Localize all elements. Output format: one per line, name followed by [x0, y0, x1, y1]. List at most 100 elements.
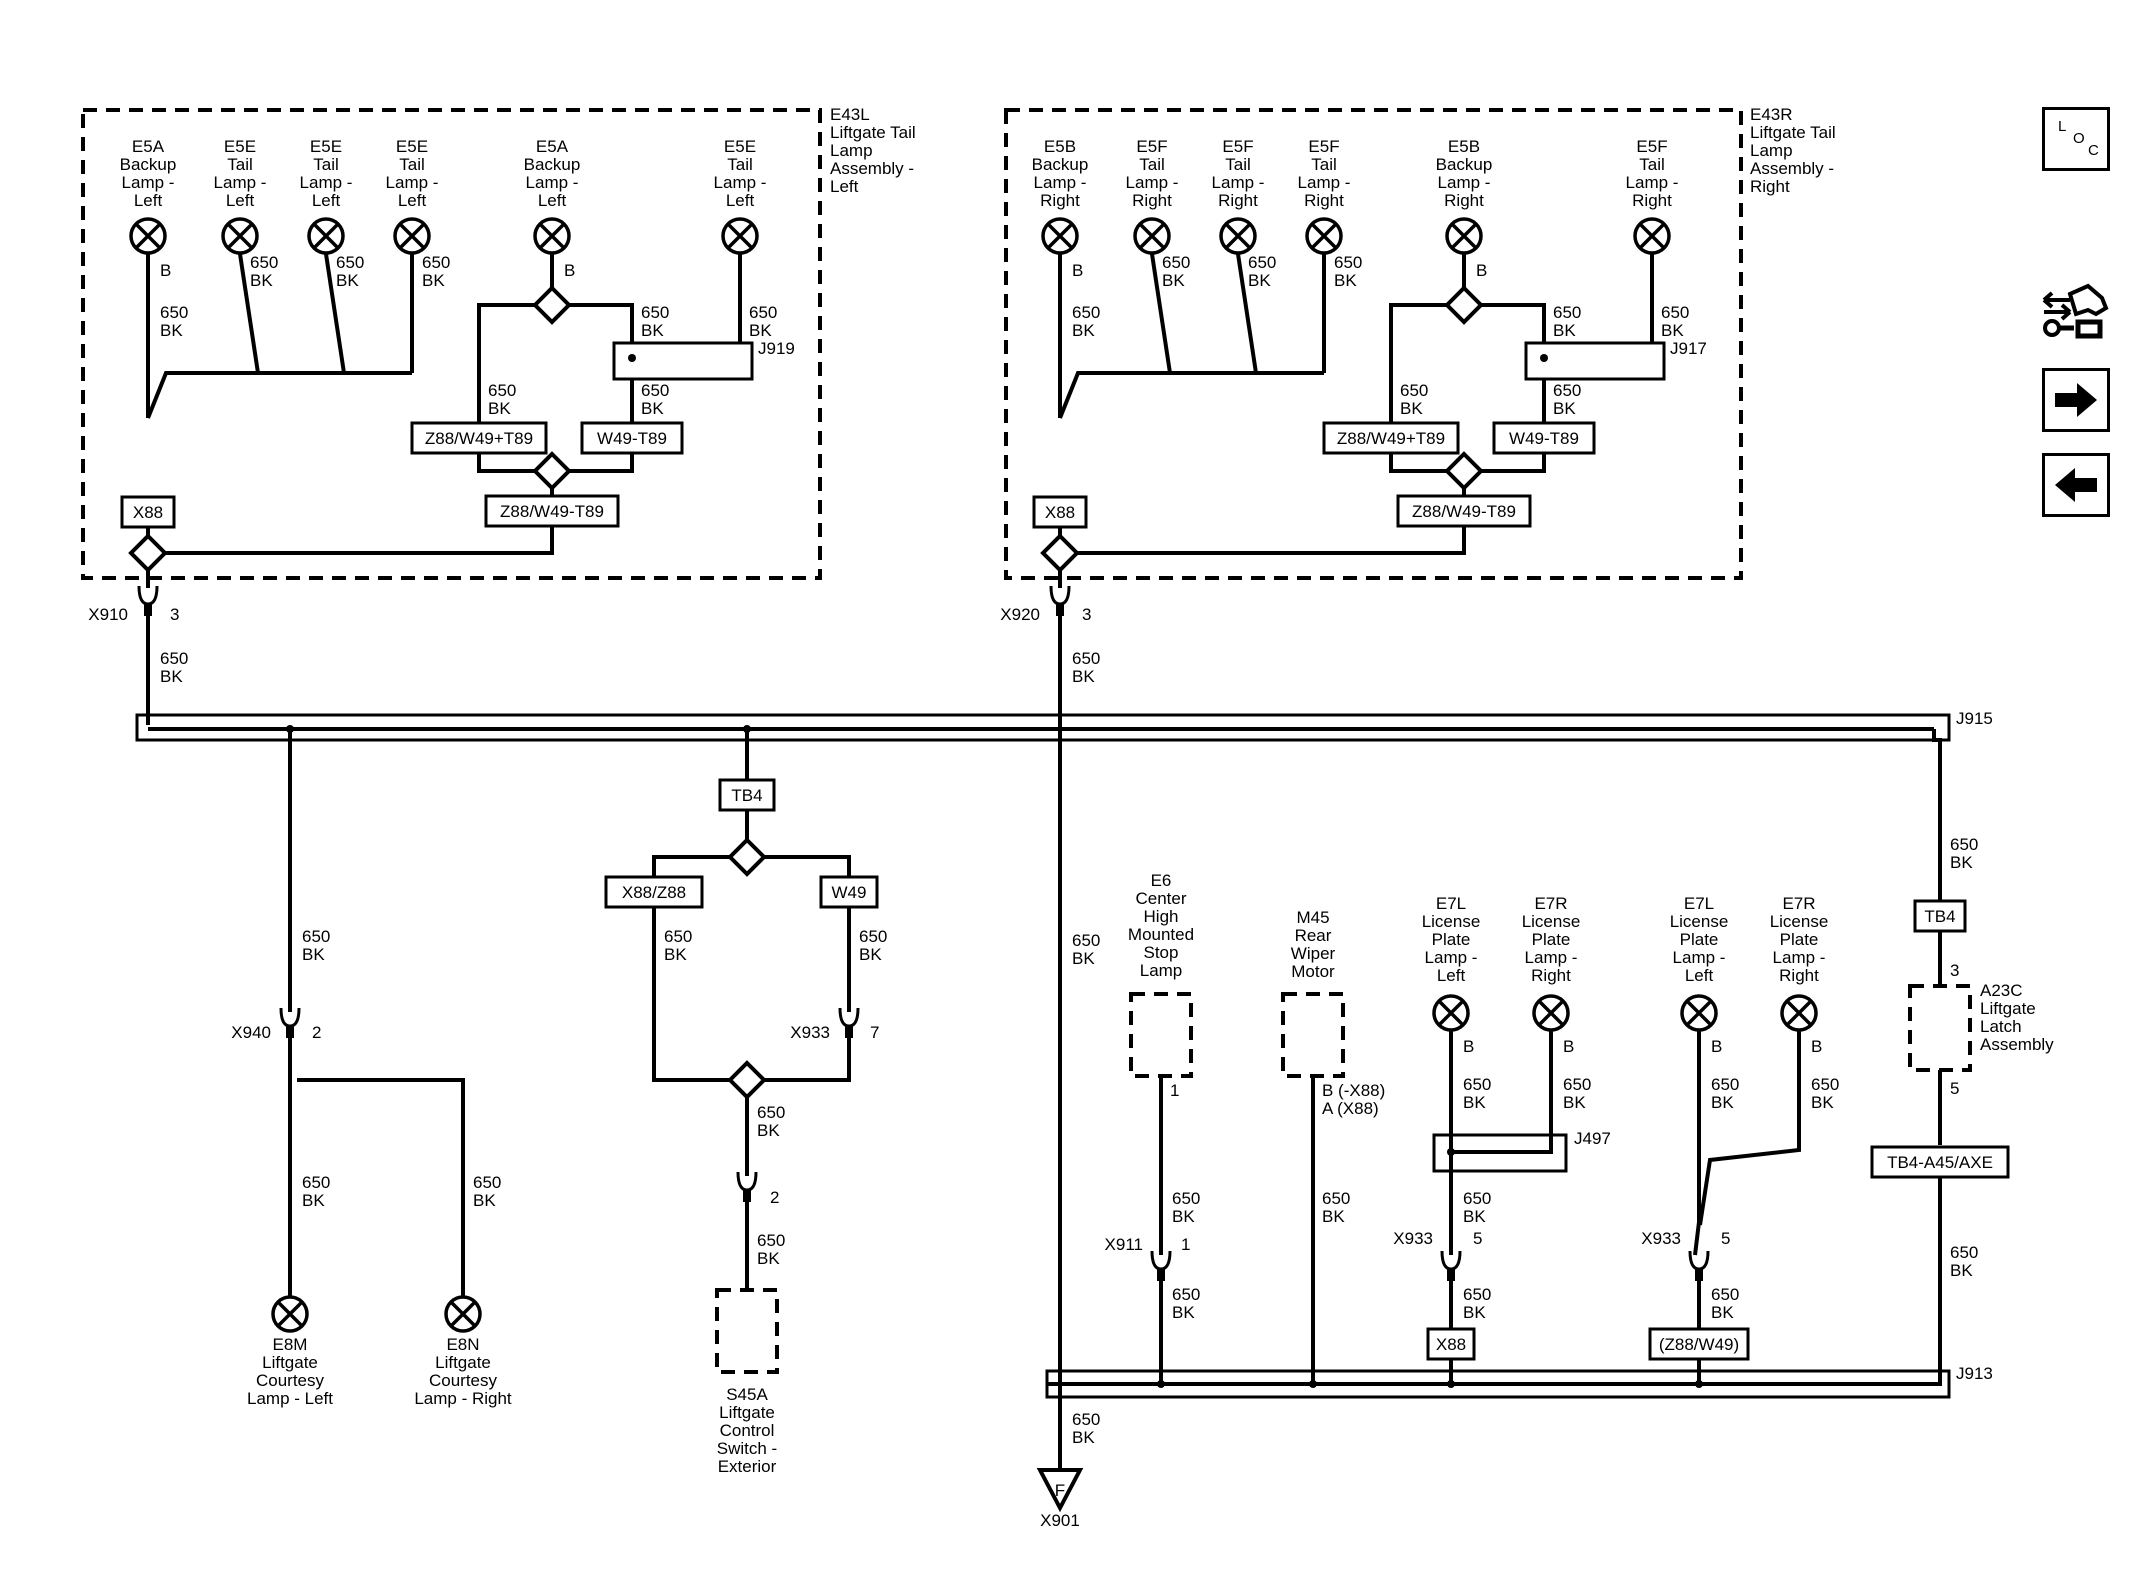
connector-x933-c [1688, 1250, 1710, 1271]
wire-opt-merge-l [1389, 453, 1447, 473]
comp-e7r-2-name: License [1770, 912, 1829, 931]
comp-a23c-box [1908, 984, 1972, 1072]
splice-dot [1447, 1148, 1455, 1156]
wire-label: BK [160, 321, 183, 340]
lamp-r-0-icon [1041, 217, 1079, 255]
splice-dot [286, 725, 294, 733]
wire-to-x88 [1077, 526, 1466, 555]
comp-e6-box [1129, 992, 1193, 1078]
lamp-cross [1437, 999, 1465, 1027]
wire-label: 650 [160, 649, 188, 668]
splice-dot [1540, 354, 1548, 362]
comp-e6-name: Stop [1144, 943, 1179, 962]
m45-pins: B (-X88) [1322, 1081, 1385, 1100]
opt-z88w49 [1648, 1327, 1750, 1361]
lamp-l-2-icon [307, 217, 345, 255]
opt-w49t89-l [580, 421, 684, 455]
splice-r-box [1524, 341, 1666, 381]
wire-label: 650 [473, 1173, 501, 1192]
wire-x933-merge [764, 1038, 851, 1082]
lamp-l-1-name: Tail [227, 155, 253, 174]
module-e43l-label: Lamp [830, 141, 873, 160]
connector-x920-pin [1056, 604, 1064, 616]
wire-label: BK [757, 1121, 780, 1140]
lamp-cross [276, 1300, 304, 1328]
opt-tb4a45-text: TB4-A45/AXE [1887, 1153, 1993, 1172]
opt-tb4-r-text: TB4 [1924, 907, 1955, 926]
splice-x88 [128, 533, 168, 573]
comp-s45a-name: Control [720, 1421, 775, 1440]
lamp-r-4-name: E5B [1448, 137, 1480, 156]
comp-s45a-name: Exterior [718, 1457, 777, 1476]
connector-wrench-icon [2042, 283, 2109, 339]
lamp-r-3-name: Lamp - [1298, 173, 1351, 192]
x933-b-pin: 5 [1473, 1229, 1482, 1248]
wire-opt-merge-r [1481, 453, 1546, 473]
wire-label: BK [1322, 1207, 1345, 1226]
wire-label: 650 [1162, 253, 1190, 272]
opt-x88z88 [604, 875, 704, 909]
wire-label: BK [1463, 1303, 1486, 1322]
previous-page-button[interactable] [2042, 453, 2110, 517]
wire-label: 650 [757, 1231, 785, 1250]
wire-label: BK [1172, 1303, 1195, 1322]
lamp-l-4-name: Left [538, 191, 567, 210]
x911-pin: 1 [1181, 1235, 1190, 1254]
splice-j915-bar [135, 713, 1951, 742]
lamp-l-3-name: E5E [396, 137, 428, 156]
lamp-l-4-icon [533, 217, 571, 255]
wire-label: 650 [641, 303, 669, 322]
lamp-r-5-name: Lamp - [1626, 173, 1679, 192]
wire-label: 650 [1553, 303, 1581, 322]
wire-label: BK [488, 399, 511, 418]
wire-label: 650 [1463, 1189, 1491, 1208]
x910-label: X910 [88, 605, 128, 624]
wire-label: BK [859, 945, 882, 964]
lamp-cross [1537, 999, 1565, 1027]
wire-label: 650 [1711, 1075, 1739, 1094]
opt-w49 [819, 875, 879, 909]
comp-e7r-2-name: Right [1779, 966, 1819, 985]
wire-label: BK [336, 271, 359, 290]
comp-e7r-1-name: Plate [1532, 930, 1571, 949]
wire-label: BK [664, 945, 687, 964]
lamp-r-3-icon [1305, 217, 1343, 255]
lamp-r-5-name: Tail [1639, 155, 1665, 174]
pin-b-label: B [1476, 261, 1487, 280]
splice-backup [532, 285, 572, 325]
opt-tb4a45 [1870, 1145, 2010, 1179]
wire-label: 650 [250, 253, 278, 272]
x920-pin: 3 [1082, 605, 1091, 624]
lamp-cross [726, 222, 754, 250]
lamp-cross [226, 222, 254, 250]
lamp-cross [1450, 222, 1478, 250]
opt-x88-l-text: X88 [133, 503, 163, 522]
lamp-cross [312, 222, 340, 250]
x901-label: X901 [1040, 1511, 1080, 1530]
component-locator-button[interactable] [2040, 278, 2112, 344]
lamp-l-3-icon [393, 217, 431, 255]
splice-dot [1309, 1380, 1317, 1388]
lamp-l-5-name: Lamp - [714, 173, 767, 192]
wire-x88z88-down [652, 907, 730, 1082]
comp-e8m-name: Courtesy [256, 1371, 325, 1390]
comp-e7l-1-name: E7L [1436, 894, 1466, 913]
wire-label: BK [1711, 1093, 1734, 1112]
wire-backup-rightleg [1481, 303, 1546, 438]
lamp-cross [398, 222, 426, 250]
next-page-button[interactable] [2042, 368, 2110, 432]
comp-e6-name: Lamp [1140, 961, 1183, 980]
wire-label: BK [1463, 1207, 1486, 1226]
lamp-cross [1638, 222, 1666, 250]
x940-label: X940 [231, 1023, 271, 1042]
a23c-pin5: 5 [1950, 1079, 1959, 1098]
location-button[interactable]: L O C [2042, 107, 2110, 171]
lamp-l-0-name: Left [134, 191, 163, 210]
comp-e6-name: High [1144, 907, 1179, 926]
wire-label: 650 [336, 253, 364, 272]
wire-label: BK [1463, 1093, 1486, 1112]
comp-e7l-2-name: License [1670, 912, 1729, 931]
lamp-l-5-icon [721, 217, 759, 255]
ground-label: F [1055, 1481, 1065, 1500]
